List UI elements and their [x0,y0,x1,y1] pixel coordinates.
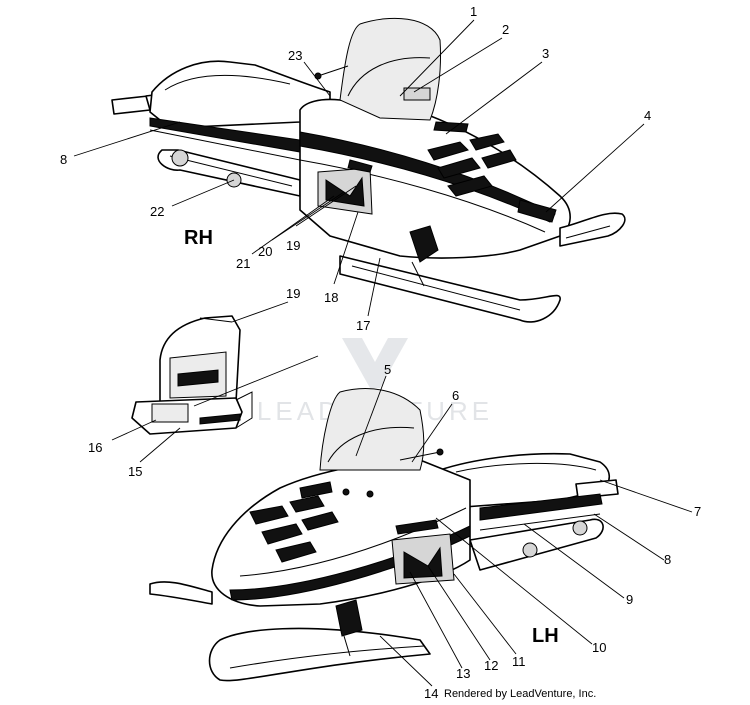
rh-snowmobile [111,17,626,323]
lh-side-label: LH [532,625,559,647]
lh-hood-stripe [229,525,471,601]
lh-snowmobile [149,388,619,682]
rh-spindle [409,225,439,263]
callout-11: 11 [512,654,526,669]
lh-ski-rear [208,627,431,682]
callout-5: 5 [384,362,391,377]
tail-light-decal [151,403,189,423]
callout-15: 15 [128,464,142,479]
callout-21: 21 [236,256,250,271]
rh-polaris-decal [517,199,557,223]
lh-hood-logo [299,481,333,499]
callout-23: 23 [288,48,302,63]
callout-3: 3 [542,46,549,61]
lh-hood-vents [249,495,339,563]
callout-8-lh: 8 [664,552,671,567]
callout-6: 6 [452,388,459,403]
rh-ski-front [559,212,626,247]
callout-16: 16 [88,440,102,455]
callout-8-rh: 8 [60,152,67,167]
callout-18: 18 [324,290,338,305]
rh-side-label: RH [184,227,213,249]
rh-hood-vents [427,133,517,197]
rh-ski-rear [339,255,561,323]
rh-windshield [339,17,441,121]
lh-spindle [335,599,363,637]
callout-10: 10 [592,640,606,655]
callout-2: 2 [502,22,509,37]
callout-4: 4 [644,108,651,123]
callout-20: 20 [258,244,272,259]
callout-19-mid: 19 [286,286,300,301]
rh-hood-stripe [299,131,556,223]
rh-v-decal [325,176,365,207]
callout-19-rh: 19 [286,238,300,253]
rh-hood-logo [433,121,469,133]
callout-7: 7 [694,504,701,519]
lh-bogie-wheel [522,542,538,558]
leader-lines [73,19,693,687]
lh-windshield [319,388,425,471]
callout-14: 14 [424,686,438,701]
lh-hood [211,459,471,607]
callout-22: 22 [150,204,164,219]
rh-rear-flap [111,95,151,115]
rh-console-decal [403,87,431,101]
callouts: 1 2 3 4 5 6 7 8 8 9 10 11 12 13 14 15 16… [60,4,701,701]
lh-track [469,518,604,571]
lh-ski-front [149,581,213,605]
lh-v-decal [403,546,443,579]
callout-12: 12 [484,658,498,673]
rendered-by-credit: Rendered by LeadVenture, Inc. [444,688,597,700]
callout-1: 1 [470,4,477,19]
lh-tunnel-stripe [479,493,603,521]
callout-13: 13 [456,666,470,681]
callout-9: 9 [626,592,633,607]
seat-tail-assembly [131,315,253,435]
callout-17: 17 [356,318,370,333]
